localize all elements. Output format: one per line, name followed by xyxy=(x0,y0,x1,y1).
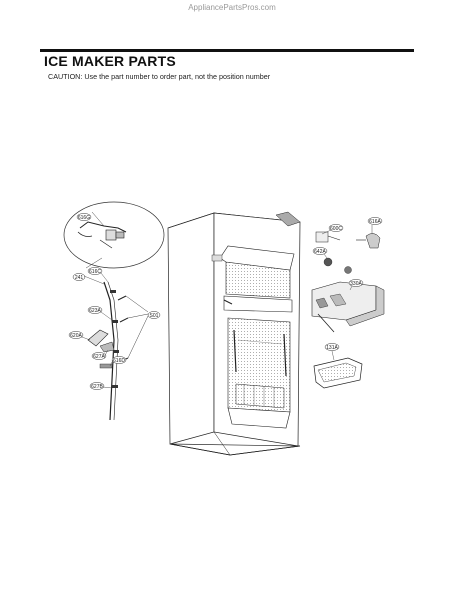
water-tube-assembly xyxy=(87,281,149,421)
callout-627a: 627A xyxy=(91,352,107,360)
svg-text:S01: S01 xyxy=(150,313,159,319)
svg-text:627B: 627B xyxy=(91,384,103,390)
callout-616g: 616G xyxy=(76,213,92,221)
callout-131a: 131A xyxy=(324,343,340,351)
callout-620a: 620A xyxy=(68,331,84,339)
ice-maker-assembly xyxy=(311,231,385,389)
svg-text:616C: 616C xyxy=(89,269,101,275)
svg-text:616G: 616G xyxy=(78,215,90,221)
callout-616c: 616C xyxy=(87,267,103,275)
svg-text:330A: 330A xyxy=(350,281,362,287)
callout-330a: 330A xyxy=(348,279,364,287)
callout-241: 241 xyxy=(72,273,86,281)
callout-642a: 642A xyxy=(312,247,328,255)
detail-circle xyxy=(63,201,165,269)
svg-text:623A: 623A xyxy=(89,308,101,314)
svg-text:241: 241 xyxy=(75,275,84,281)
svg-text:620A: 620A xyxy=(70,333,82,339)
page-title: ICE MAKER PARTS xyxy=(44,53,176,69)
svg-text:616A: 616A xyxy=(369,219,381,225)
callout-623a: 623A xyxy=(87,306,103,314)
leader-lines xyxy=(81,225,373,389)
callout-616d: 616D xyxy=(111,356,127,364)
svg-text:616D: 616D xyxy=(113,358,125,364)
callout-600c: 600C xyxy=(328,224,344,232)
caution-note: CAUTION: Use the part number to order pa… xyxy=(48,72,271,81)
svg-text:627A: 627A xyxy=(93,354,105,360)
svg-text:642A: 642A xyxy=(314,249,326,255)
title-rule xyxy=(40,49,414,52)
callout-627b: 627B xyxy=(89,382,105,390)
callout-s01: S01 xyxy=(147,311,161,319)
watermark: AppliancePartsPros.com xyxy=(188,3,276,12)
callout-labels: 616G 616C 241 623A 620A 627A 616D 627B xyxy=(68,213,383,390)
callout-616a: 616A xyxy=(367,217,383,225)
refrigerator-cabinet xyxy=(167,211,301,456)
svg-text:131A: 131A xyxy=(326,345,338,351)
svg-text:600C: 600C xyxy=(330,226,342,232)
